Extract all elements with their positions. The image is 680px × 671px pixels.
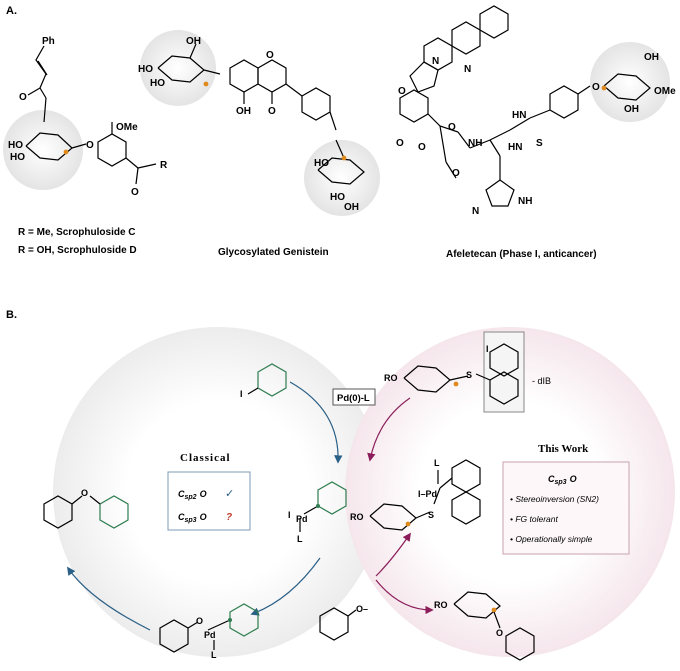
i-center-label: I bbox=[288, 510, 291, 520]
sugar-highlight-bottom bbox=[304, 140, 380, 216]
diaryl-ether: O bbox=[43, 488, 129, 529]
anomeric-dot bbox=[601, 85, 607, 91]
pd-mid-label: I–Pd bbox=[418, 489, 437, 499]
oh-top-label: OH bbox=[186, 36, 201, 47]
bullet-fg-tolerant: • FG tolerant bbox=[510, 514, 558, 524]
ho-b-label: HO bbox=[150, 78, 165, 89]
aryl-pd-phenoxide: O Pd L bbox=[159, 603, 259, 660]
o-glyco-label: O bbox=[592, 82, 600, 93]
ho-c-label: HO bbox=[314, 158, 329, 169]
bullet-stereoinversion: • Stereoinversion (SN2) bbox=[510, 494, 599, 504]
thiol-oxidative-addition-arrow bbox=[367, 397, 411, 462]
scrophuloside-structure: Ph OMe R HO HO O O O bbox=[3, 36, 168, 198]
check-icon: ✓ bbox=[225, 488, 234, 500]
ho2-label: HO bbox=[10, 152, 25, 163]
transmetalation-arrow bbox=[250, 557, 321, 616]
nh3-label: NH bbox=[518, 196, 532, 207]
s-top-label: S bbox=[466, 370, 472, 380]
s-label: S bbox=[536, 138, 543, 149]
o-carbonyl-label: O bbox=[19, 92, 27, 103]
this-work-box bbox=[502, 461, 630, 555]
dib-label: - dIB bbox=[532, 376, 551, 386]
pd-thiolate-intermediate: RO S I–Pd L bbox=[350, 458, 481, 531]
aryl-iodide: I bbox=[240, 363, 287, 399]
sugar-highlight bbox=[590, 42, 670, 122]
phenoxide: O– bbox=[319, 604, 368, 641]
hn2-label: HN bbox=[512, 110, 526, 121]
n3-label: N bbox=[472, 206, 479, 217]
ro-bot-label: RO bbox=[434, 600, 448, 610]
anomeric-dot-top bbox=[203, 81, 209, 87]
oh-top-label: OH bbox=[644, 52, 659, 63]
o-bottom-label: O bbox=[196, 616, 203, 626]
ro-mid-label: RO bbox=[350, 512, 364, 522]
sugar-highlight-top bbox=[140, 30, 216, 106]
i-left-label: I bbox=[240, 389, 243, 399]
pd-bottom-label: Pd bbox=[204, 630, 216, 640]
ho-d-label: HO bbox=[330, 192, 345, 203]
afeletecan-caption: Afeletecan (Phase I, anticancer) bbox=[446, 249, 597, 260]
o5-label: O bbox=[452, 168, 460, 179]
anomeric-dot bbox=[63, 149, 69, 155]
oh-bottom-label: OH bbox=[624, 104, 639, 115]
this-work-title: This Work bbox=[538, 443, 589, 455]
oxidative-addition-arrow bbox=[289, 381, 343, 464]
question-icon: ? bbox=[226, 512, 232, 523]
o1-label: O bbox=[398, 86, 406, 97]
o3-label: O bbox=[418, 142, 426, 153]
sugar-highlight bbox=[3, 110, 83, 190]
phenoxide-attack-arrow bbox=[375, 532, 411, 577]
catalyst-label: Pd(0)-L bbox=[337, 393, 370, 404]
classical-title: Classical bbox=[180, 452, 231, 464]
l-mid-label: L bbox=[434, 458, 440, 468]
nh1-label: NH bbox=[468, 138, 482, 149]
reductive-elimination-arrow bbox=[67, 566, 151, 631]
l-center-label: L bbox=[297, 534, 303, 544]
o-prod-label: O bbox=[496, 628, 503, 638]
hn1-label: HN bbox=[508, 142, 522, 153]
o4-label: O bbox=[448, 122, 456, 133]
ome-label: OMe bbox=[654, 86, 676, 97]
phenoxide-label: O– bbox=[356, 604, 368, 614]
genistein-caption: Glycosylated Genistein bbox=[218, 247, 329, 258]
aryl-thioglycoside: RO S I - dIB bbox=[384, 331, 551, 413]
panel-b-label: B. bbox=[6, 309, 17, 321]
n1-label: N bbox=[432, 56, 439, 67]
l-bottom-label: L bbox=[211, 650, 217, 660]
scrophuloside-d-caption: R = OH, Scrophuloside D bbox=[18, 245, 137, 256]
anomeric-dot-bottom bbox=[341, 155, 347, 161]
o2-label: O bbox=[396, 138, 404, 149]
o-glyco-label: O bbox=[86, 140, 94, 151]
ho-a-label: HO bbox=[138, 64, 153, 75]
catalyst-box bbox=[332, 388, 376, 406]
ome-label: OMe bbox=[116, 122, 138, 133]
afeletecan-structure: N N O O O O O NH HN HN S NH N O OH OMe O… bbox=[396, 5, 676, 217]
ph-label: Ph bbox=[42, 36, 55, 47]
o-ketone-label: O bbox=[131, 187, 139, 198]
bullet-operationally-simple: • Operationally simple bbox=[510, 534, 593, 544]
s-mid-label: S bbox=[428, 510, 434, 520]
panel-a-label: A. bbox=[6, 5, 17, 17]
oh-e-label: OH bbox=[344, 202, 359, 213]
n2-label: N bbox=[464, 64, 471, 75]
genistein-structure: OH HO HO OH O O HO HO OH bbox=[138, 30, 380, 216]
o-keto-label: O bbox=[268, 106, 276, 117]
scrophuloside-c-caption: R = Me, Scrophuloside C bbox=[18, 227, 136, 238]
r-label: R bbox=[160, 160, 168, 171]
aryl-pd-iodide: I Pd L bbox=[288, 481, 347, 544]
ho-label: HO bbox=[8, 140, 23, 151]
i-top-label: I bbox=[486, 344, 489, 354]
oh-ring-label: OH bbox=[236, 106, 251, 117]
aryl-glycoside-product: RO O bbox=[434, 591, 535, 661]
ro-top-label: RO bbox=[384, 373, 398, 383]
product-release-arrow bbox=[375, 579, 434, 615]
o-ring-label: O bbox=[266, 50, 274, 61]
o-diaryl-label: O bbox=[81, 488, 88, 498]
pd-center-label: Pd bbox=[296, 514, 308, 524]
classical-box bbox=[167, 471, 251, 531]
